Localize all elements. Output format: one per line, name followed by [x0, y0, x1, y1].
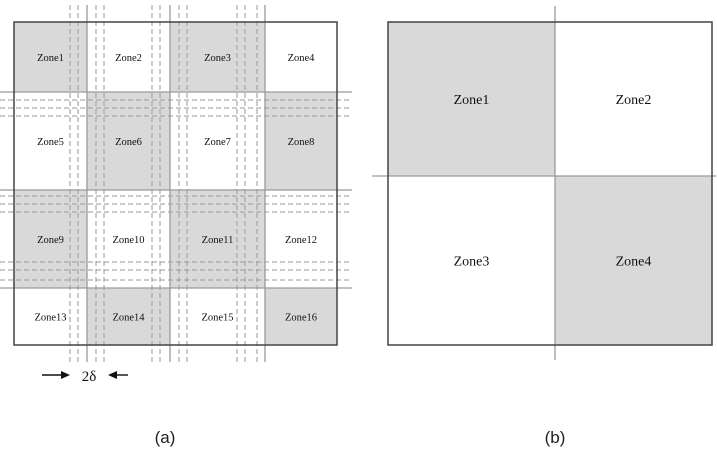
zone-cell — [388, 176, 555, 345]
zone-label: Zone2 — [616, 93, 652, 108]
panel-b-border — [387, 21, 713, 346]
zone-cell — [265, 288, 337, 345]
overlap-width-indicator: 2δ — [42, 369, 128, 385]
zone-cell — [87, 22, 170, 92]
zone-cell — [14, 288, 87, 345]
zone-label: Zone4 — [288, 53, 316, 64]
zone-label: Zone7 — [204, 137, 231, 148]
zone-label: Zone13 — [34, 313, 66, 324]
zone-label: Zone10 — [112, 235, 144, 246]
zone-label: Zone16 — [285, 313, 317, 324]
zone-cell — [14, 22, 87, 92]
zone-label: Zone14 — [112, 313, 145, 324]
zone-label: Zone8 — [288, 137, 315, 148]
zone-cell — [170, 288, 265, 345]
zone-cell — [170, 22, 265, 92]
zone-label: Zone2 — [115, 53, 142, 64]
zone-label: Zone1 — [454, 93, 490, 108]
zone-label: Zone15 — [201, 313, 233, 324]
panel-a-caption: (a) — [155, 428, 176, 447]
zone-label: Zone5 — [37, 137, 64, 148]
zone-cell — [170, 190, 265, 288]
zone-cell — [87, 288, 170, 345]
panel-b-caption: (b) — [545, 428, 566, 447]
zone-label: Zone12 — [285, 235, 317, 246]
zone-label: Zone11 — [202, 235, 234, 246]
zone-cell — [265, 190, 337, 288]
zone-label: Zone6 — [115, 137, 142, 148]
zone-label: Zone1 — [37, 53, 64, 64]
zone-cell — [87, 190, 170, 288]
zone-cell — [555, 22, 712, 176]
overlap-label: 2δ — [82, 369, 97, 385]
arrow-left-icon — [108, 371, 117, 379]
arrow-right-icon — [61, 371, 70, 379]
zone-cell — [555, 176, 712, 345]
zone-label: Zone3 — [454, 255, 490, 270]
zone-label: Zone3 — [204, 53, 231, 64]
zone-cell — [14, 190, 87, 288]
zone-cell — [388, 22, 555, 176]
panel-a-border — [13, 21, 338, 346]
zone-label: Zone4 — [616, 255, 652, 270]
zone-label: Zone9 — [37, 235, 64, 246]
zone-cell — [265, 22, 337, 92]
